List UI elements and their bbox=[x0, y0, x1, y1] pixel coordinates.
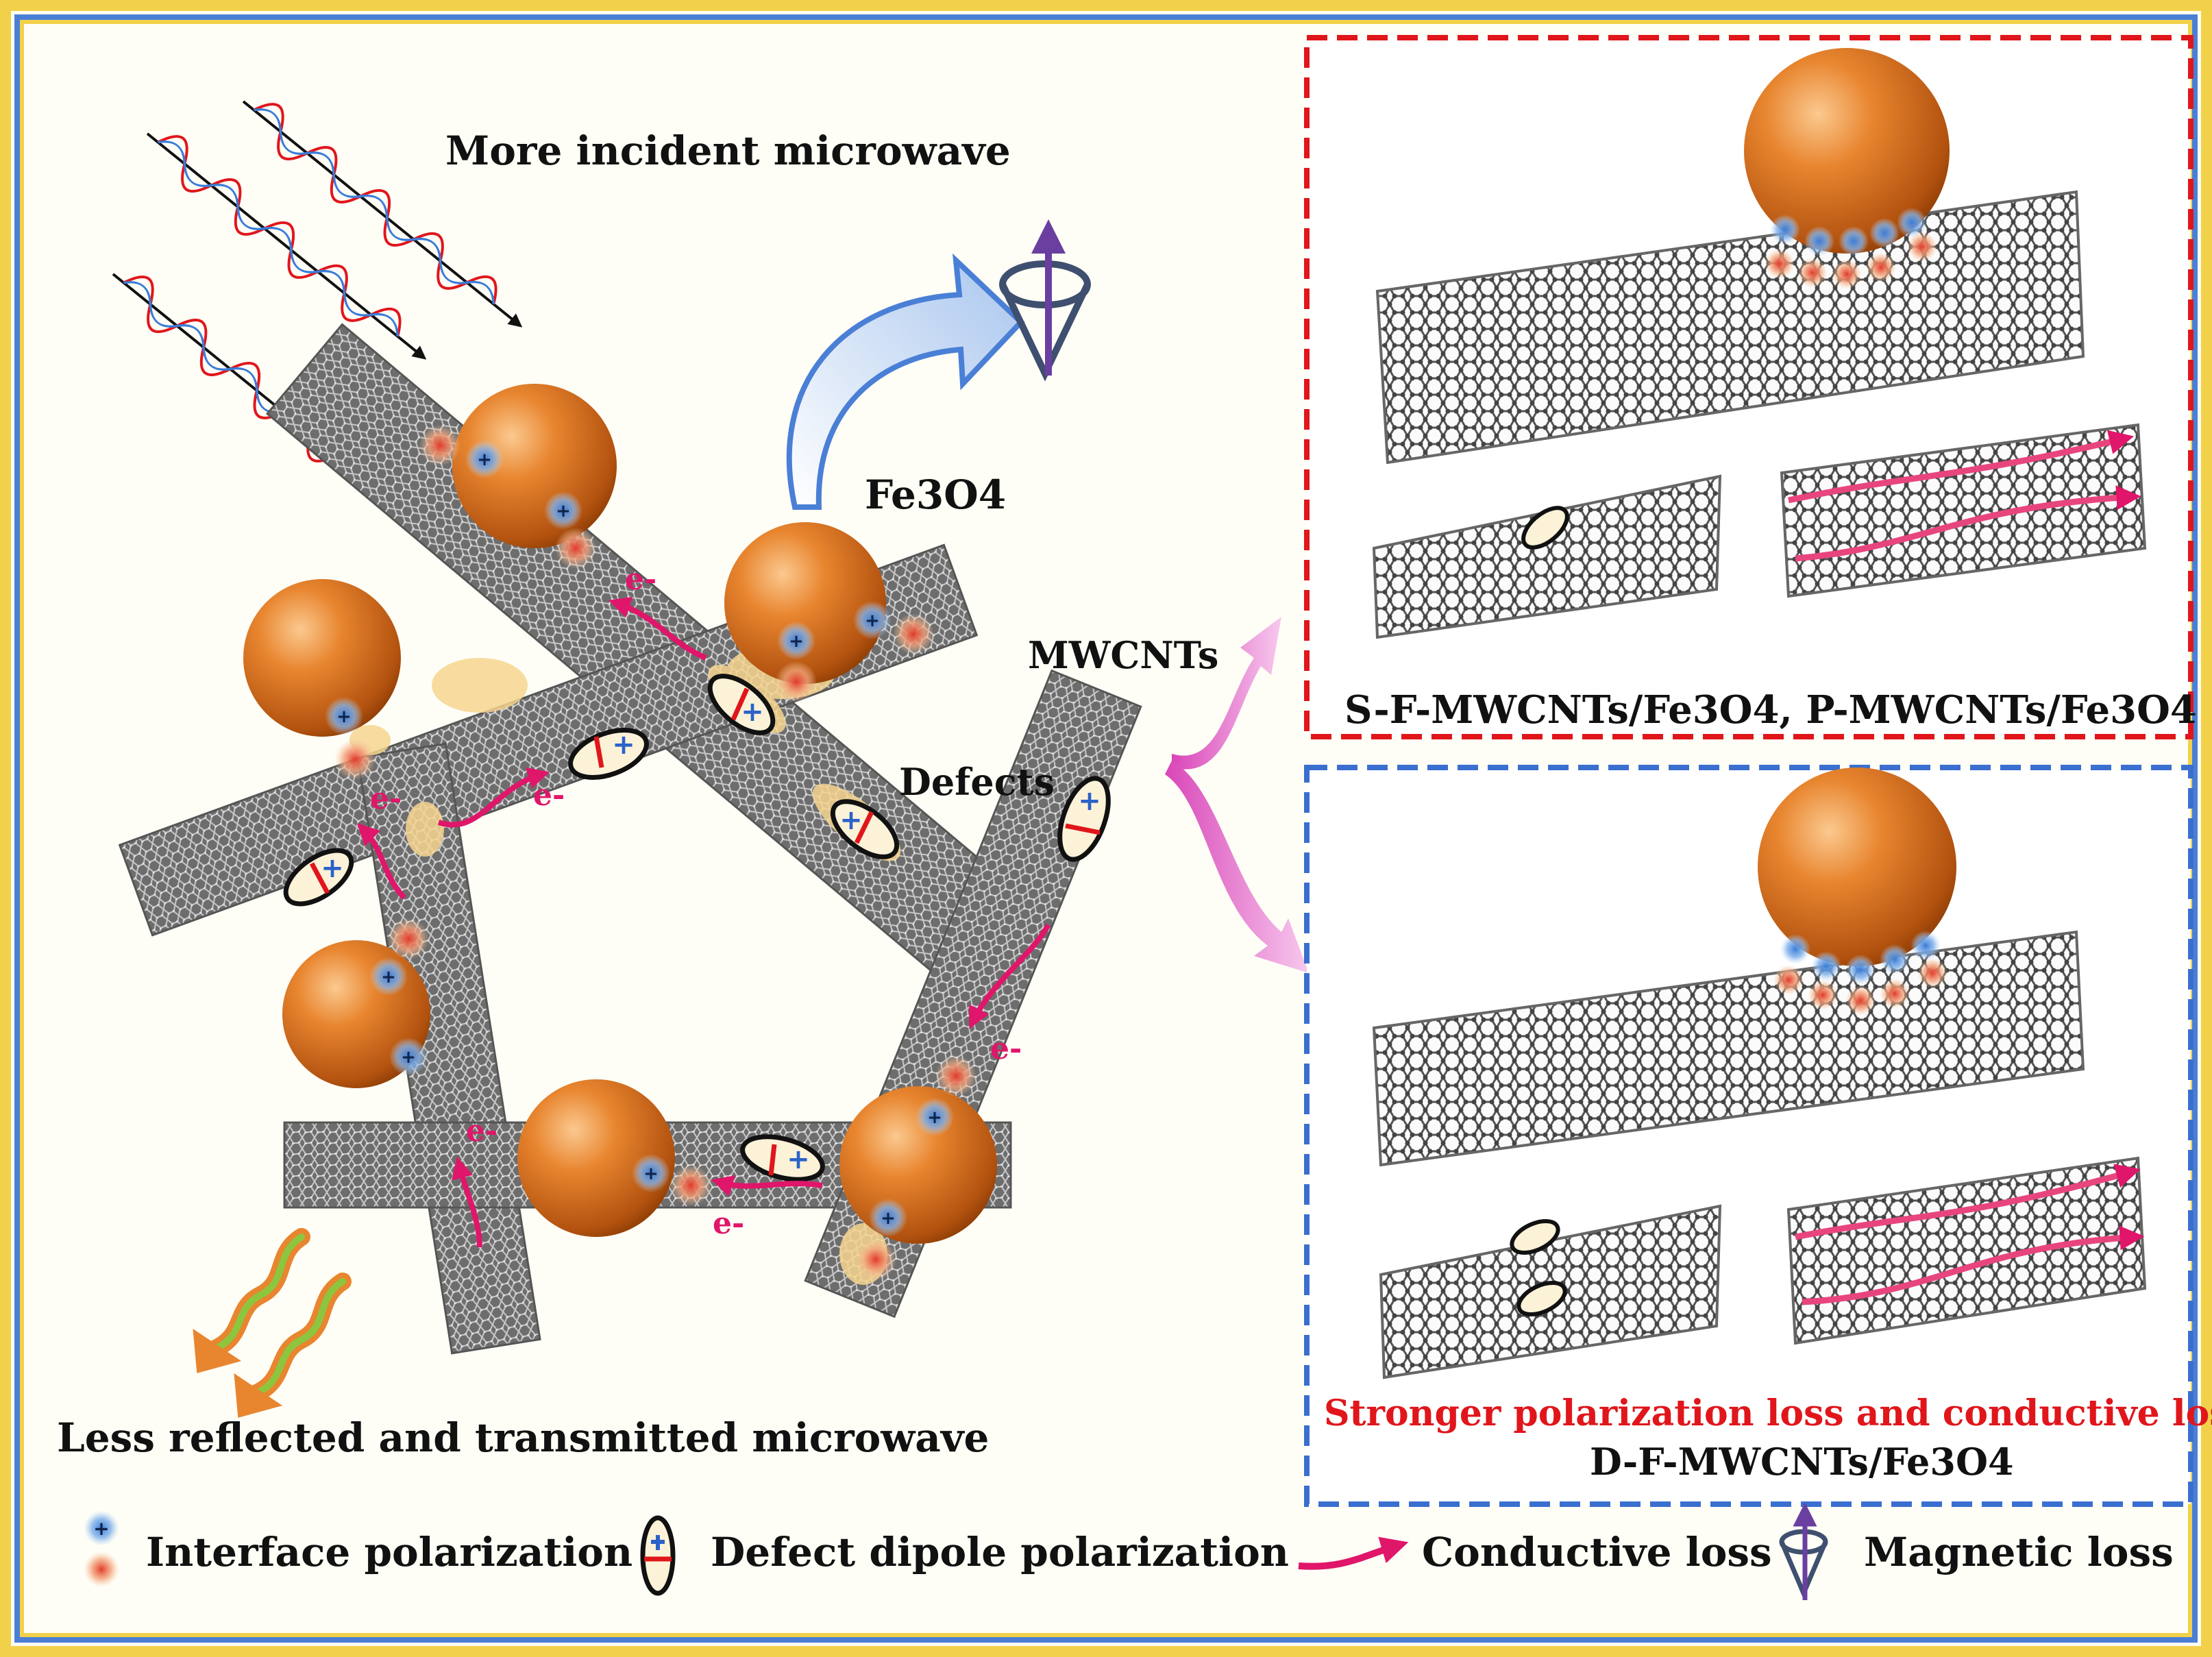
svg-text:+: + bbox=[643, 1164, 659, 1184]
svg-text:e-: e- bbox=[370, 781, 402, 816]
fe3o4-label: Fe3O4 bbox=[865, 471, 1006, 518]
defect-dipole-icon bbox=[640, 1515, 676, 1596]
mwcnts-label: MWCNTs bbox=[1028, 633, 1218, 677]
bottom-panel-highlight: Stronger polarization loss and conductiv… bbox=[1324, 1392, 2212, 1434]
defect-dipole bbox=[1510, 1219, 1560, 1255]
magnetic-cone-icon bbox=[999, 219, 1091, 382]
svg-text:+: + bbox=[401, 1047, 416, 1068]
svg-text:+: + bbox=[787, 1144, 810, 1175]
svg-text:+: + bbox=[927, 1107, 942, 1128]
defects-label: Defects bbox=[899, 760, 1055, 804]
zoom-arrows bbox=[1165, 617, 1309, 973]
legend-interface-label: Interface polarization bbox=[146, 1529, 632, 1575]
svg-text:+: + bbox=[336, 707, 352, 727]
svg-text:e-: e- bbox=[990, 1031, 1022, 1066]
svg-text:+: + bbox=[789, 631, 804, 652]
svg-text:+: + bbox=[93, 1517, 109, 1540]
conduction-path bbox=[1795, 485, 2141, 562]
svg-text:+: + bbox=[881, 1208, 896, 1229]
svg-text:+: + bbox=[321, 852, 344, 884]
interface-charges: + + + + + + + + + + bbox=[325, 425, 976, 1280]
nanotube-segment bbox=[1786, 1156, 2147, 1345]
reflected-label: Less reflected and transmitted microwave bbox=[57, 1414, 989, 1461]
conduction-path bbox=[1802, 1225, 2145, 1305]
svg-text:e-: e- bbox=[625, 562, 656, 597]
incident-label: More incident microwave bbox=[445, 127, 1011, 174]
dipole-plus: + + + + + + bbox=[321, 696, 1101, 1175]
defect-dipole bbox=[1521, 506, 1569, 550]
nanotube-segment bbox=[1780, 423, 2147, 598]
legend: + Interface polarization Defect dipole p… bbox=[84, 1502, 2174, 1600]
defect-dipole bbox=[1516, 1281, 1567, 1316]
inner-frame bbox=[14, 14, 2198, 1643]
svg-text:e-: e- bbox=[533, 778, 565, 813]
legend-defect-label: Defect dipole polarization bbox=[711, 1529, 1289, 1575]
magnetic-response-arrow bbox=[786, 253, 1025, 510]
fe3o4-sphere bbox=[1758, 768, 1956, 966]
svg-text:+: + bbox=[612, 729, 635, 761]
dipole-marks bbox=[309, 687, 1101, 1176]
fe3o4-sphere bbox=[724, 522, 886, 684]
bottom-panel-caption: D-F-MWCNTs/Fe3O4 bbox=[1590, 1440, 2014, 1484]
top-panel: S-F-MWCNTs/Fe3O4, P-MWCNTs/Fe3O4 bbox=[1304, 35, 2197, 739]
svg-text:+: + bbox=[477, 450, 492, 470]
bottom-panel: Stronger polarization loss and conductiv… bbox=[1304, 765, 2212, 1507]
conduction-path bbox=[1795, 1164, 2141, 1240]
top-panel-caption: S-F-MWCNTs/Fe3O4, P-MWCNTs/Fe3O4 bbox=[1344, 687, 2197, 733]
svg-text:+: + bbox=[381, 967, 396, 987]
conductive-loss-icon bbox=[1298, 1536, 1409, 1570]
electron-paths bbox=[356, 596, 1051, 1248]
interface-charges bbox=[1765, 208, 1937, 289]
svg-text:e-: e- bbox=[713, 1206, 744, 1241]
svg-text:e-: e- bbox=[466, 1114, 497, 1149]
svg-text:+: + bbox=[741, 696, 764, 728]
svg-text:+: + bbox=[556, 501, 571, 521]
nanotube-segment bbox=[1372, 474, 1722, 639]
svg-text:+: + bbox=[1078, 785, 1101, 817]
interface-charges bbox=[1773, 931, 1947, 1016]
fe3o4-sphere bbox=[243, 579, 401, 737]
magnetic-loss-icon bbox=[1779, 1502, 1828, 1600]
svg-text:+: + bbox=[865, 611, 880, 631]
legend-magnetic-label: Magnetic loss bbox=[1864, 1529, 2174, 1575]
fe3o4-sphere bbox=[1744, 48, 1950, 254]
electron-labels: e- e- e- e- e- e- bbox=[370, 562, 1022, 1241]
conduction-path bbox=[1788, 430, 2135, 504]
legend-conductive-label: Conductive loss bbox=[1422, 1529, 1772, 1575]
fe3o4-sphere bbox=[517, 1079, 675, 1237]
svg-text:+: + bbox=[839, 805, 863, 836]
reflected-waves bbox=[193, 1228, 352, 1418]
interface-polarization-icon: + bbox=[84, 1510, 119, 1587]
